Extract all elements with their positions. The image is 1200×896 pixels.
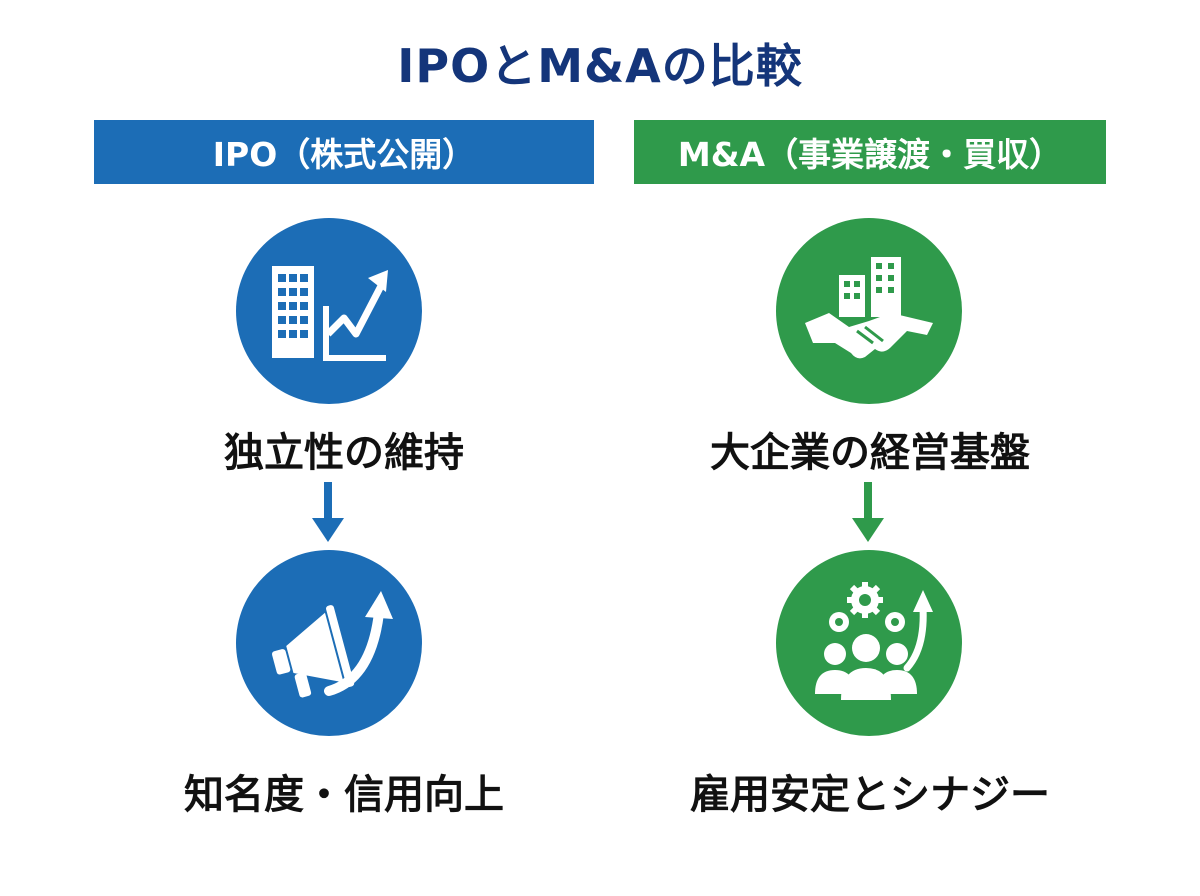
team-gears-growth-icon [776,550,962,736]
handshake-buildings-icon [776,218,962,404]
ma-header: M&A（事業譲渡・買収） [634,120,1106,184]
ipo-column: IPO（株式公開） 独立性の維持 [94,0,594,896]
ipo-header: IPO（株式公開） [94,120,594,184]
page-title: IPOとM&Aの比較 [397,39,803,93]
ma-step2-label: 雇用安定とシナジー [690,772,1050,818]
ipo-step2-label: 知名度・信用向上 [184,772,504,818]
ma-column: M&A（事業譲渡・買収） 大企業の経営基盤 [634,0,1106,896]
ma-step1-label: 大企業の経営基盤 [710,430,1030,476]
down-arrow-icon [312,482,344,542]
down-arrow-icon [852,482,884,542]
ipo-step1-label: 独立性の維持 [224,430,464,476]
building-growth-icon [236,218,422,404]
megaphone-growth-icon [236,550,422,736]
